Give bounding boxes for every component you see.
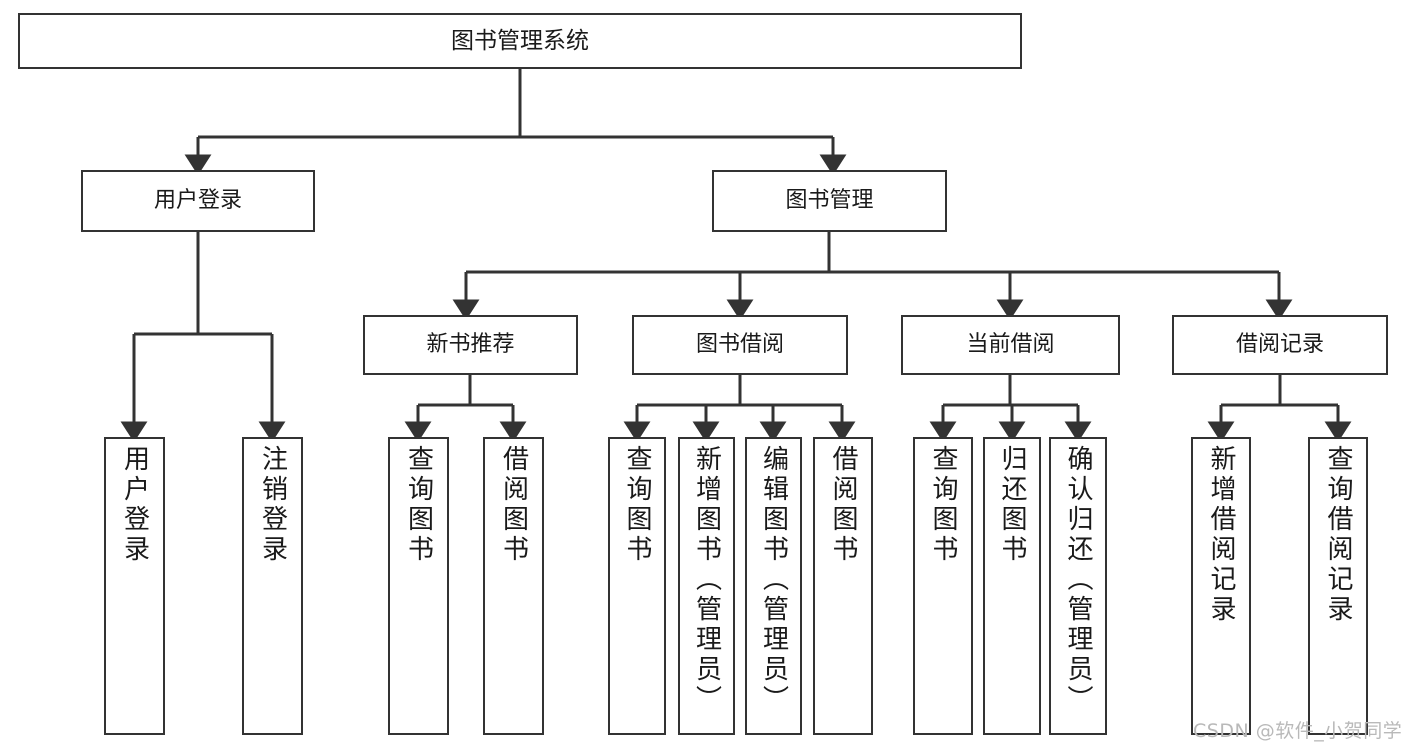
leaf-node[interactable]: 编辑图书（管理员） <box>745 437 802 735</box>
node-book-borrow[interactable]: 图书借阅 <box>632 315 848 375</box>
node-new-book-recommend[interactable]: 新书推荐 <box>363 315 578 375</box>
node-current-borrow-label: 当前借阅 <box>966 332 1055 358</box>
leaf-node-label: 确认归还（管理员） <box>1063 445 1093 715</box>
leaf-node[interactable]: 借阅图书 <box>483 437 544 735</box>
leaf-node[interactable]: 查询图书 <box>913 437 973 735</box>
leaf-node[interactable]: 查询借阅记录 <box>1308 437 1368 735</box>
leaf-node[interactable]: 注销登录 <box>242 437 303 735</box>
leaf-node[interactable]: 确认归还（管理员） <box>1049 437 1107 735</box>
node-borrow-record[interactable]: 借阅记录 <box>1172 315 1388 375</box>
node-borrow-record-label: 借阅记录 <box>1235 332 1324 358</box>
leaf-node-label: 编辑图书（管理员） <box>758 445 789 715</box>
leaf-node[interactable]: 新增借阅记录 <box>1191 437 1251 735</box>
leaf-node[interactable]: 查询图书 <box>608 437 666 735</box>
leaf-node-label: 归还图书 <box>997 445 1027 565</box>
node-root-label: 图书管理系统 <box>451 27 589 54</box>
leaf-node-label: 查询图书 <box>928 445 958 565</box>
node-book-management-label: 图书管理 <box>785 188 874 214</box>
leaf-node[interactable]: 新增图书（管理员） <box>678 437 735 735</box>
leaf-node-label: 查询图书 <box>403 445 434 565</box>
node-user-login-label: 用户登录 <box>153 188 242 214</box>
leaf-node[interactable]: 用户登录 <box>104 437 165 735</box>
node-root[interactable]: 图书管理系统 <box>18 13 1022 69</box>
leaf-node-label: 借阅图书 <box>828 445 858 565</box>
leaf-node[interactable]: 借阅图书 <box>813 437 873 735</box>
leaf-node-label: 查询图书 <box>622 445 652 565</box>
leaf-node-label: 新增借阅记录 <box>1206 445 1236 625</box>
leaf-node-label: 用户登录 <box>119 445 150 565</box>
leaf-node-label: 借阅图书 <box>498 445 529 565</box>
csdn-watermark: CSDN @软件_小贺同学 <box>1193 720 1403 742</box>
leaf-node[interactable]: 查询图书 <box>388 437 449 735</box>
leaf-node-label: 查询借阅记录 <box>1323 445 1353 625</box>
node-new-book-recommend-label: 新书推荐 <box>426 332 515 358</box>
node-current-borrow[interactable]: 当前借阅 <box>901 315 1120 375</box>
leaf-node[interactable]: 归还图书 <box>983 437 1041 735</box>
node-user-login[interactable]: 用户登录 <box>81 170 315 232</box>
leaf-node-label: 新增图书（管理员） <box>691 445 722 715</box>
leaf-node-label: 注销登录 <box>257 445 288 565</box>
node-book-borrow-label: 图书借阅 <box>695 332 784 358</box>
node-book-management[interactable]: 图书管理 <box>712 170 947 232</box>
